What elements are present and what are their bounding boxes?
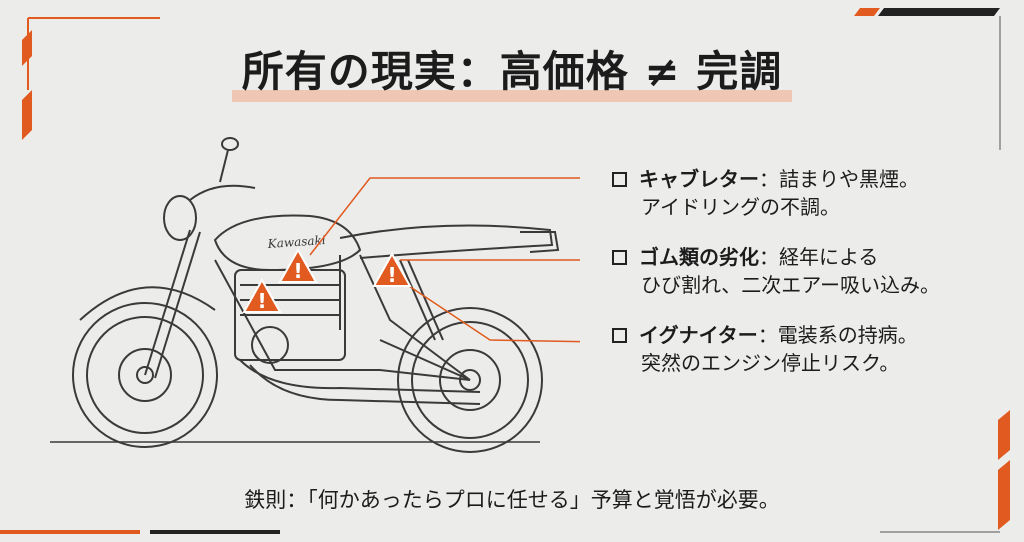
- warning-icon: !: [242, 277, 282, 313]
- issue-item-rubber: ゴム類の劣化 ：経年による ひび割れ、二次エアー吸い込み。: [612, 243, 1012, 299]
- issue-item-carburetor: キャブレター ：詰まりや黒煙。 アイドリングの不調。: [612, 165, 1012, 221]
- motorcycle-illustration: Kawasaki ! ! !: [50, 137, 580, 453]
- svg-text:!: !: [257, 289, 266, 313]
- title-text: 所有の現実：高価格 ≠ 完調: [236, 47, 788, 96]
- issue-heading: イグナイター: [639, 323, 758, 347]
- issue-detail: アイドリングの不調。: [641, 195, 840, 219]
- footer-rule: 鉄則：「何かあったらプロに任せる」予算と覚悟が必要。: [244, 488, 780, 512]
- checkbox-icon: [612, 249, 627, 265]
- svg-text:!: !: [293, 259, 302, 283]
- issue-heading: ゴム類の劣化: [639, 245, 759, 269]
- issue-item-igniter: イグナイター ：電装系の持病。 突然のエンジン停止リスク。: [612, 321, 1012, 377]
- warning-icon: !: [278, 247, 318, 283]
- checkbox-icon: [612, 171, 627, 187]
- tank-logo: Kawasaki: [266, 233, 326, 251]
- issue-text: ：詰まりや黒煙。: [759, 167, 919, 191]
- issue-heading: キャブレター: [639, 167, 759, 191]
- issue-text: ：経年による: [759, 245, 879, 269]
- issue-list: キャブレター ：詰まりや黒煙。 アイドリングの不調。 ゴム類の劣化 ：経年による…: [612, 165, 1012, 399]
- warning-icon: !: [372, 251, 412, 287]
- svg-text:!: !: [387, 263, 396, 287]
- issue-text: ：電装系の持病。: [757, 323, 918, 347]
- checkbox-icon: [612, 327, 627, 343]
- page-title: 所有の現実：高価格 ≠ 完調: [0, 38, 1024, 99]
- issue-detail: 突然のエンジン停止リスク。: [641, 351, 900, 375]
- issue-detail: ひび割れ、二次エアー吸い込み。: [641, 273, 940, 297]
